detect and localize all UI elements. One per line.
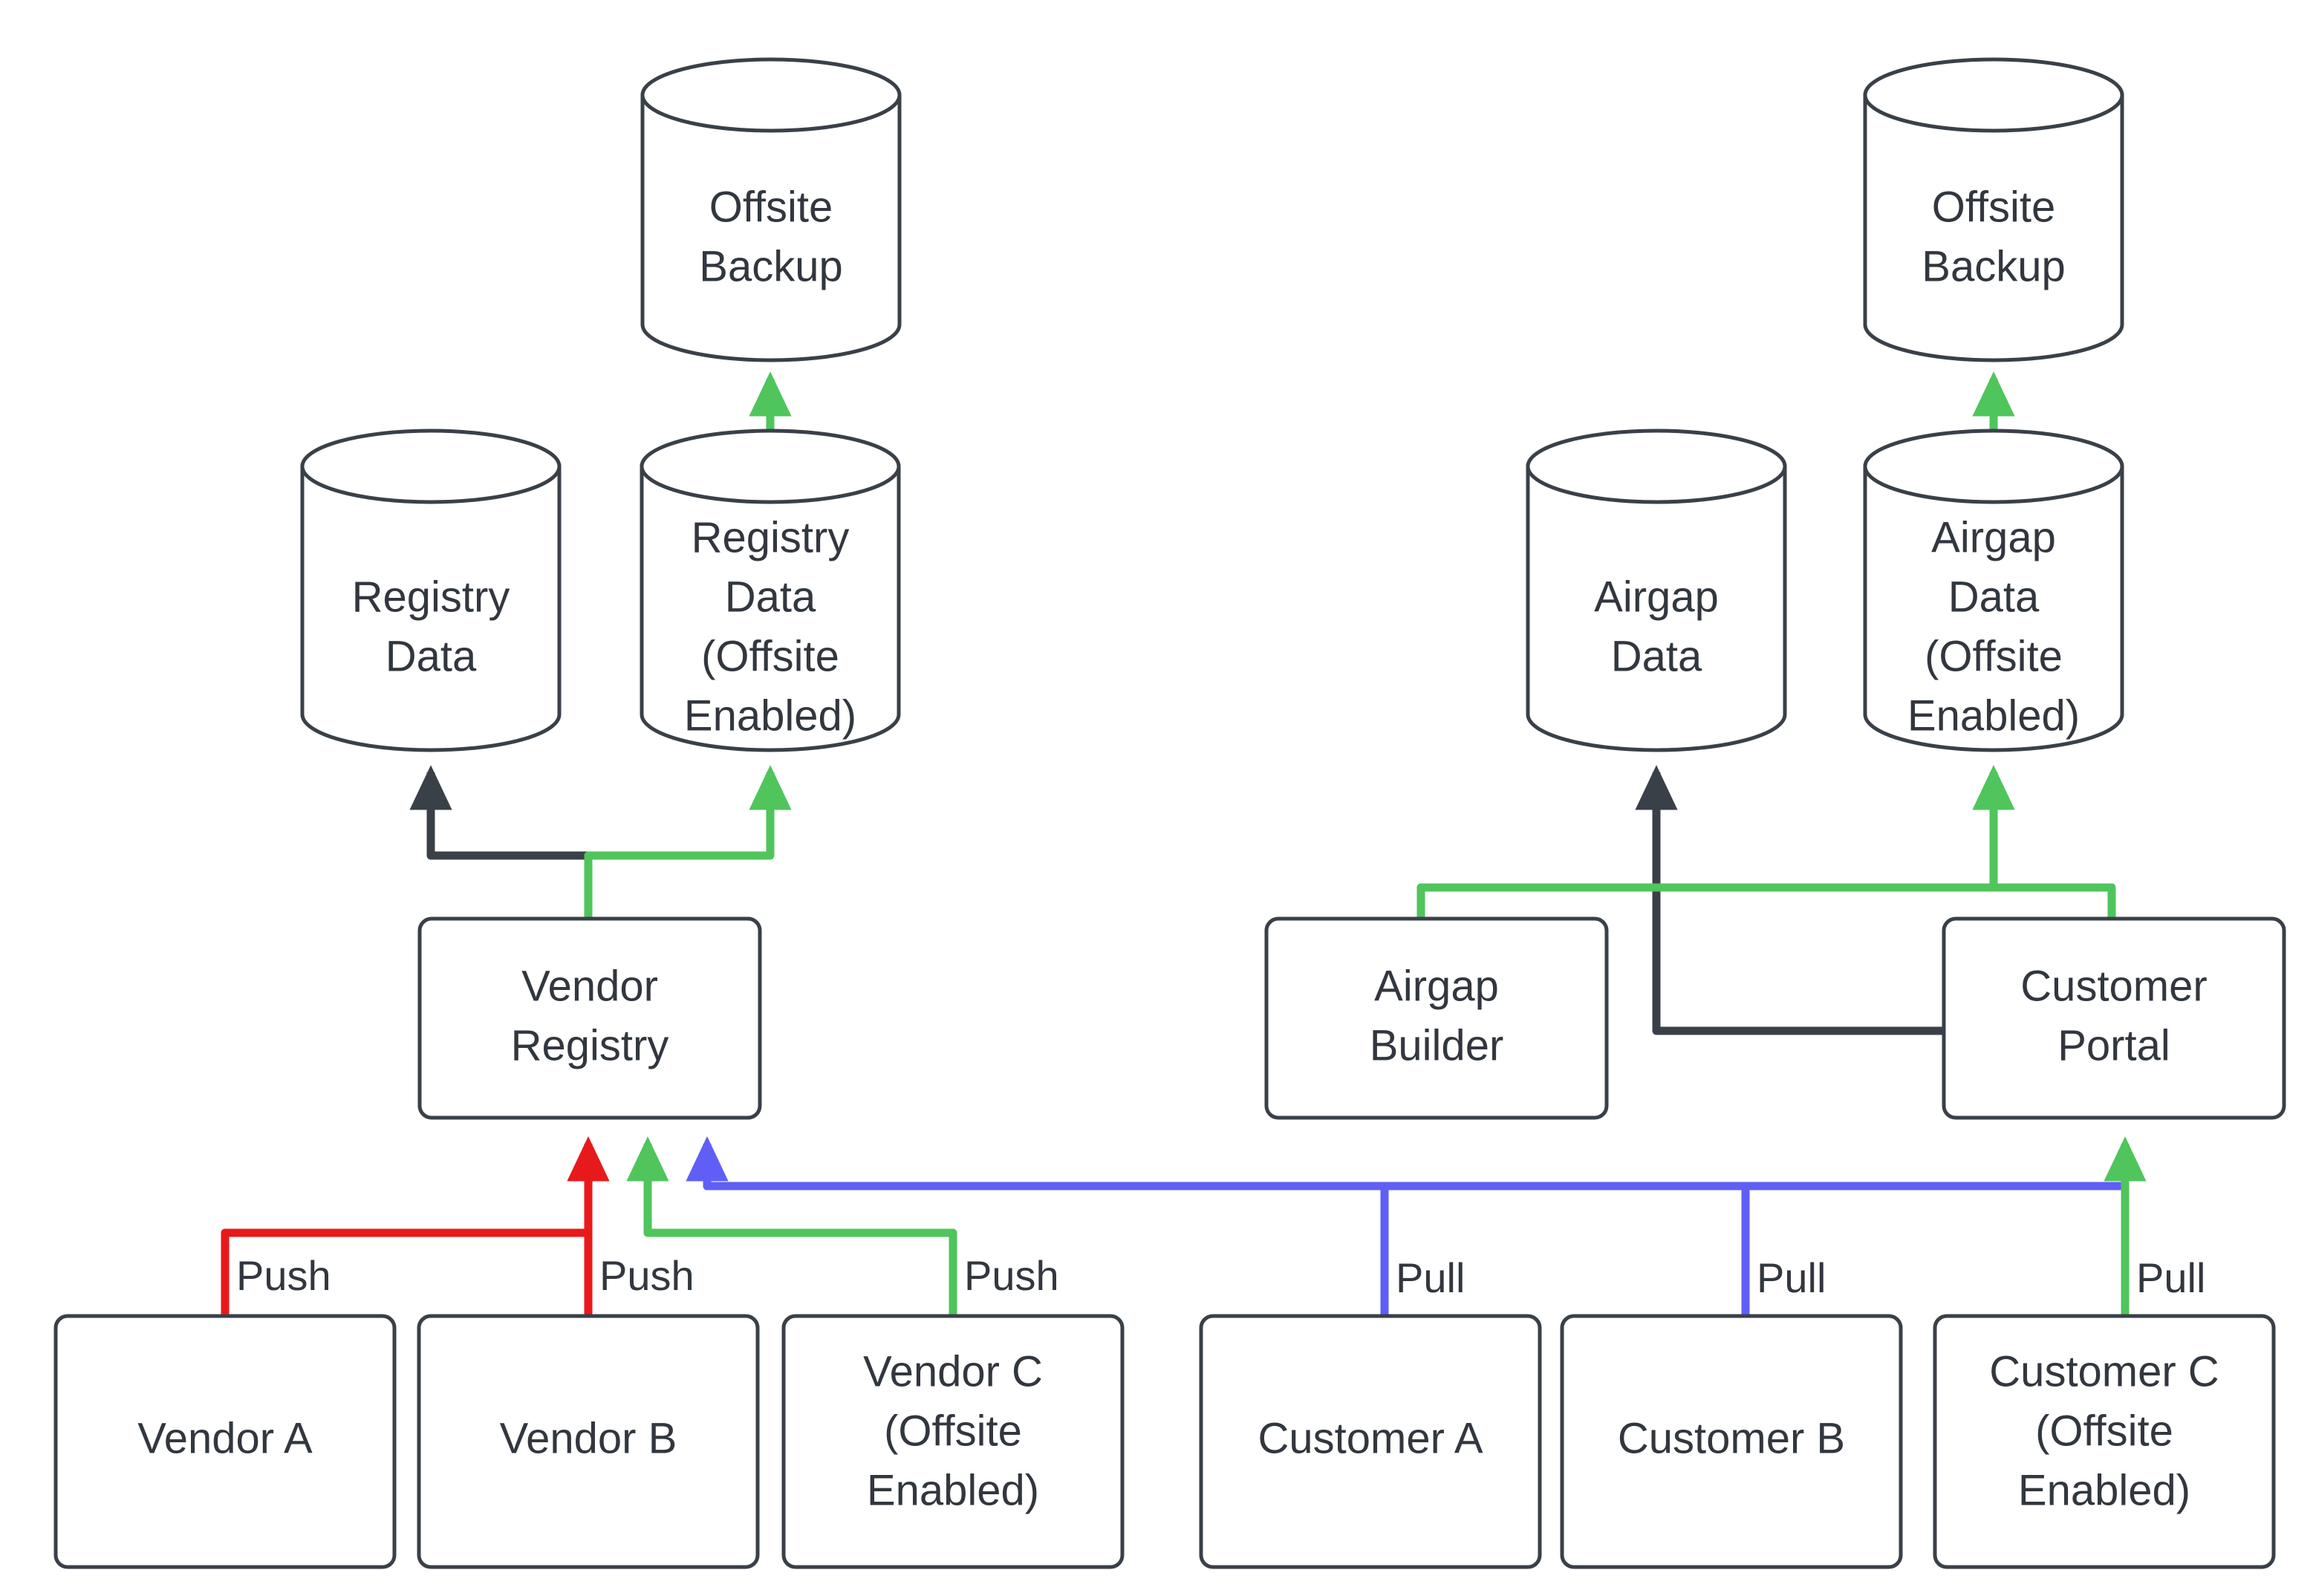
node-label-line-2: (Offsite [884, 1407, 1022, 1455]
node-label-line-1: Vendor C [863, 1347, 1043, 1395]
node-label-line-1: Airgap [1594, 573, 1719, 621]
cylinder-body [1526, 464, 1787, 752]
node-label-line-2: Data [1611, 632, 1702, 680]
node-label-line-1: Registry [692, 513, 850, 561]
node-label-line-1: Registry [352, 573, 510, 621]
node-customer-portal[interactable]: Customer Portal [1942, 916, 2286, 1120]
edge-vendor-c-push [626, 1136, 957, 1315]
node-label-line-1: Offsite [709, 183, 833, 231]
node-label-line-2: Registry [511, 1021, 669, 1069]
node-label-line-4: Enabled) [684, 691, 856, 740]
node-label-line-3: (Offsite [701, 632, 839, 680]
node-label-line-3: Enabled) [2018, 1466, 2190, 1514]
edge-customer-portal-to-airgap-offsite [1972, 765, 2116, 917]
cylinder-body [640, 93, 902, 362]
edge-label-pull-1: Pull [1396, 1254, 1465, 1301]
node-label-line-2: (Offsite [2035, 1407, 2173, 1455]
box-shape [1933, 1314, 2276, 1569]
node-label-line-2: Data [1948, 573, 2040, 621]
node-label-line-1: Customer A [1258, 1414, 1483, 1462]
node-label-line-2: Data [386, 632, 477, 680]
node-vendor-a[interactable]: Vendor A [53, 1314, 397, 1569]
cylinder-top [640, 57, 902, 133]
node-airgap-data[interactable]: Airgap Data [1526, 429, 1787, 752]
node-label-line-3: Enabled) [867, 1466, 1039, 1514]
edge-vendor-registry-to-registry-data [409, 765, 593, 917]
node-offsite-backup-left[interactable]: Offsite Backup [640, 57, 902, 362]
node-label-line-2: Builder [1370, 1021, 1504, 1069]
node-label-line-1: Vendor A [137, 1414, 313, 1462]
node-vendor-b[interactable]: Vendor B [417, 1314, 760, 1569]
node-airgap-builder[interactable]: Airgap Builder [1264, 916, 1609, 1120]
node-label-line-1: Customer C [1989, 1347, 2219, 1395]
node-label-line-2: Data [725, 573, 816, 621]
cylinder-body [300, 464, 562, 752]
cylinder-top [1863, 429, 2124, 504]
edge-layer [221, 371, 2147, 1315]
edge-label-layer: Push Push Push Pull Pull Pull [236, 1252, 2205, 1301]
node-airgap-data-offsite[interactable]: Airgap Data (Offsite Enabled) [1863, 429, 2124, 752]
cylinder-top [640, 429, 901, 504]
cylinder-body [1863, 93, 2124, 362]
edge-customer-portal-to-airgap-data [1635, 765, 1942, 1035]
box-shape [1942, 916, 2286, 1120]
cylinder-body [1863, 464, 2124, 752]
node-offsite-backup-right[interactable]: Offsite Backup [1863, 57, 2124, 362]
node-customer-b[interactable]: Customer B [1560, 1314, 1903, 1569]
node-customer-c[interactable]: Customer C (Offsite Enabled) [1933, 1314, 2276, 1569]
cylinder-top [300, 429, 562, 504]
box-shape [1560, 1314, 1903, 1569]
edge-label-push-3: Push [964, 1252, 1059, 1299]
node-label-line-2: Portal [2057, 1021, 2170, 1069]
node-registry-data[interactable]: Registry Data [300, 429, 562, 752]
node-vendor-registry[interactable]: Vendor Registry [417, 916, 762, 1120]
node-vendor-c[interactable]: Vendor C (Offsite Enabled) [781, 1314, 1125, 1569]
cylinder-body [640, 464, 901, 752]
node-label-line-1: Vendor [521, 962, 658, 1010]
cylinder-top [1863, 57, 2124, 133]
node-label-line-1: Vendor B [500, 1414, 677, 1462]
node-label-line-1: Airgap [1931, 513, 2056, 561]
node-label-line-3: (Offsite [1925, 632, 2063, 680]
node-customer-a[interactable]: Customer A [1199, 1314, 1542, 1569]
box-shape [53, 1314, 397, 1569]
node-label-line-1: Offsite [1932, 183, 2056, 231]
node-label-line-1: Customer [2020, 962, 2207, 1010]
node-label-line-1: Airgap [1374, 962, 1499, 1010]
node-label-line-2: Backup [699, 242, 842, 290]
node-label-line-1: Customer B [1618, 1414, 1845, 1462]
edge-label-pull-3: Pull [2136, 1254, 2205, 1301]
node-label-line-2: Backup [1922, 242, 2065, 290]
box-shape [1199, 1314, 1542, 1569]
box-shape [781, 1314, 1125, 1569]
edge-label-pull-2: Pull [1757, 1254, 1826, 1301]
cylinder-top [1526, 429, 1787, 504]
edge-label-push-1: Push [236, 1252, 331, 1299]
edge-vendor-registry-to-registry-data-offsite [584, 765, 792, 917]
node-registry-data-offsite[interactable]: Registry Data (Offsite Enabled) [640, 429, 901, 752]
node-label-line-4: Enabled) [1907, 691, 2080, 740]
box-shape [417, 916, 762, 1120]
edge-label-push-2: Push [599, 1252, 694, 1299]
box-shape [417, 1314, 760, 1569]
box-shape [1264, 916, 1609, 1120]
edge-airgap-builder-to-airgap-offsite [1416, 765, 2015, 917]
